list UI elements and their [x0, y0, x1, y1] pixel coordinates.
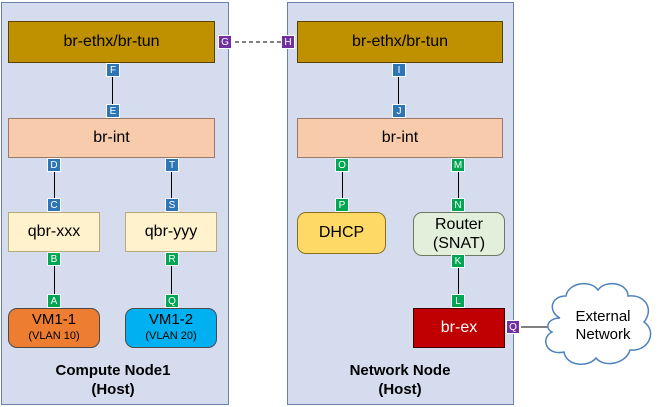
- link-t-s: [171, 158, 172, 198]
- qbr-yyy-label: qbr-yyy: [144, 223, 198, 240]
- vm1-1-name: VM1-1: [31, 311, 77, 328]
- dhcp-service[interactable]: DHCP: [297, 212, 386, 254]
- port-j[interactable]: J: [392, 104, 406, 118]
- port-b[interactable]: B: [47, 252, 61, 266]
- network-br-ethx[interactable]: br-ethx/br-tun: [297, 21, 503, 63]
- vm1-2-instance[interactable]: VM1-2 (VLAN 20): [125, 308, 217, 348]
- vm1-1-vlan: (VLAN 10): [28, 330, 80, 342]
- port-l[interactable]: L: [451, 294, 465, 308]
- port-r[interactable]: R: [165, 252, 179, 266]
- port-k[interactable]: K: [451, 254, 465, 268]
- br-ex-label: br-ex: [440, 319, 478, 336]
- vm1-2-vlan: (VLAN 20): [145, 330, 197, 342]
- port-e[interactable]: E: [106, 104, 120, 118]
- router-snat[interactable]: Router (SNAT): [413, 212, 505, 256]
- port-f[interactable]: F: [106, 63, 120, 77]
- port-c[interactable]: C: [47, 198, 61, 212]
- compute-br-ethx[interactable]: br-ethx/br-tun: [8, 21, 215, 63]
- vm1-1-instance[interactable]: VM1-1 (VLAN 10): [8, 308, 100, 348]
- port-i[interactable]: I: [392, 63, 406, 77]
- network-node-name: Network Node: [349, 362, 451, 379]
- link-d-c: [54, 158, 55, 198]
- port-d[interactable]: D: [47, 158, 61, 172]
- port-n[interactable]: N: [451, 198, 465, 212]
- external-network-line2: Network: [575, 326, 631, 343]
- link-b-a: [54, 252, 55, 294]
- router-label: Router: [434, 216, 484, 233]
- port-g[interactable]: G: [218, 35, 232, 49]
- br-ex-bridge[interactable]: br-ex: [413, 308, 505, 348]
- network-br-int[interactable]: br-int: [297, 118, 503, 158]
- link-r-q: [171, 252, 172, 294]
- qbr-yyy-bridge[interactable]: qbr-yyy: [125, 212, 217, 252]
- port-a[interactable]: A: [47, 294, 61, 308]
- compute-br-int[interactable]: br-int: [8, 118, 215, 158]
- compute-br-ethx-label: br-ethx/br-tun: [63, 33, 160, 50]
- qbr-xxx-bridge[interactable]: qbr-xxx: [8, 212, 100, 252]
- port-o[interactable]: O: [335, 158, 349, 172]
- compute-node-name: Compute Node1: [55, 362, 171, 379]
- port-p[interactable]: P: [335, 198, 349, 212]
- dhcp-label: DHCP: [318, 224, 365, 241]
- router-snat-label: (SNAT): [432, 235, 486, 252]
- external-network-cloud: [545, 282, 652, 365]
- port-q-vm[interactable]: Q: [165, 294, 179, 308]
- qbr-xxx-label: qbr-xxx: [27, 223, 81, 240]
- link-i-j: [398, 64, 399, 104]
- link-m-n: [458, 158, 459, 198]
- compute-br-int-label: br-int: [93, 129, 130, 146]
- compute-node-caption: Compute Node1 (Host): [13, 361, 213, 399]
- port-s[interactable]: S: [165, 198, 179, 212]
- external-network-label: External Network: [555, 308, 651, 344]
- network-br-ethx-label: br-ethx/br-tun: [351, 33, 449, 50]
- vm1-2-name: VM1-2: [148, 311, 194, 328]
- network-node-sub: (Host): [378, 381, 422, 398]
- network-br-int-label: br-int: [381, 129, 419, 146]
- port-m[interactable]: M: [451, 158, 465, 172]
- link-o-p: [342, 158, 343, 198]
- network-node-caption: Network Node (Host): [300, 361, 500, 399]
- port-q-external[interactable]: Q: [506, 320, 520, 334]
- port-t[interactable]: T: [165, 158, 179, 172]
- link-k-l: [458, 262, 459, 294]
- external-network-line1: External: [575, 308, 631, 325]
- link-f-e: [112, 64, 113, 104]
- compute-node-sub: (Host): [91, 381, 135, 398]
- port-h[interactable]: H: [281, 35, 295, 49]
